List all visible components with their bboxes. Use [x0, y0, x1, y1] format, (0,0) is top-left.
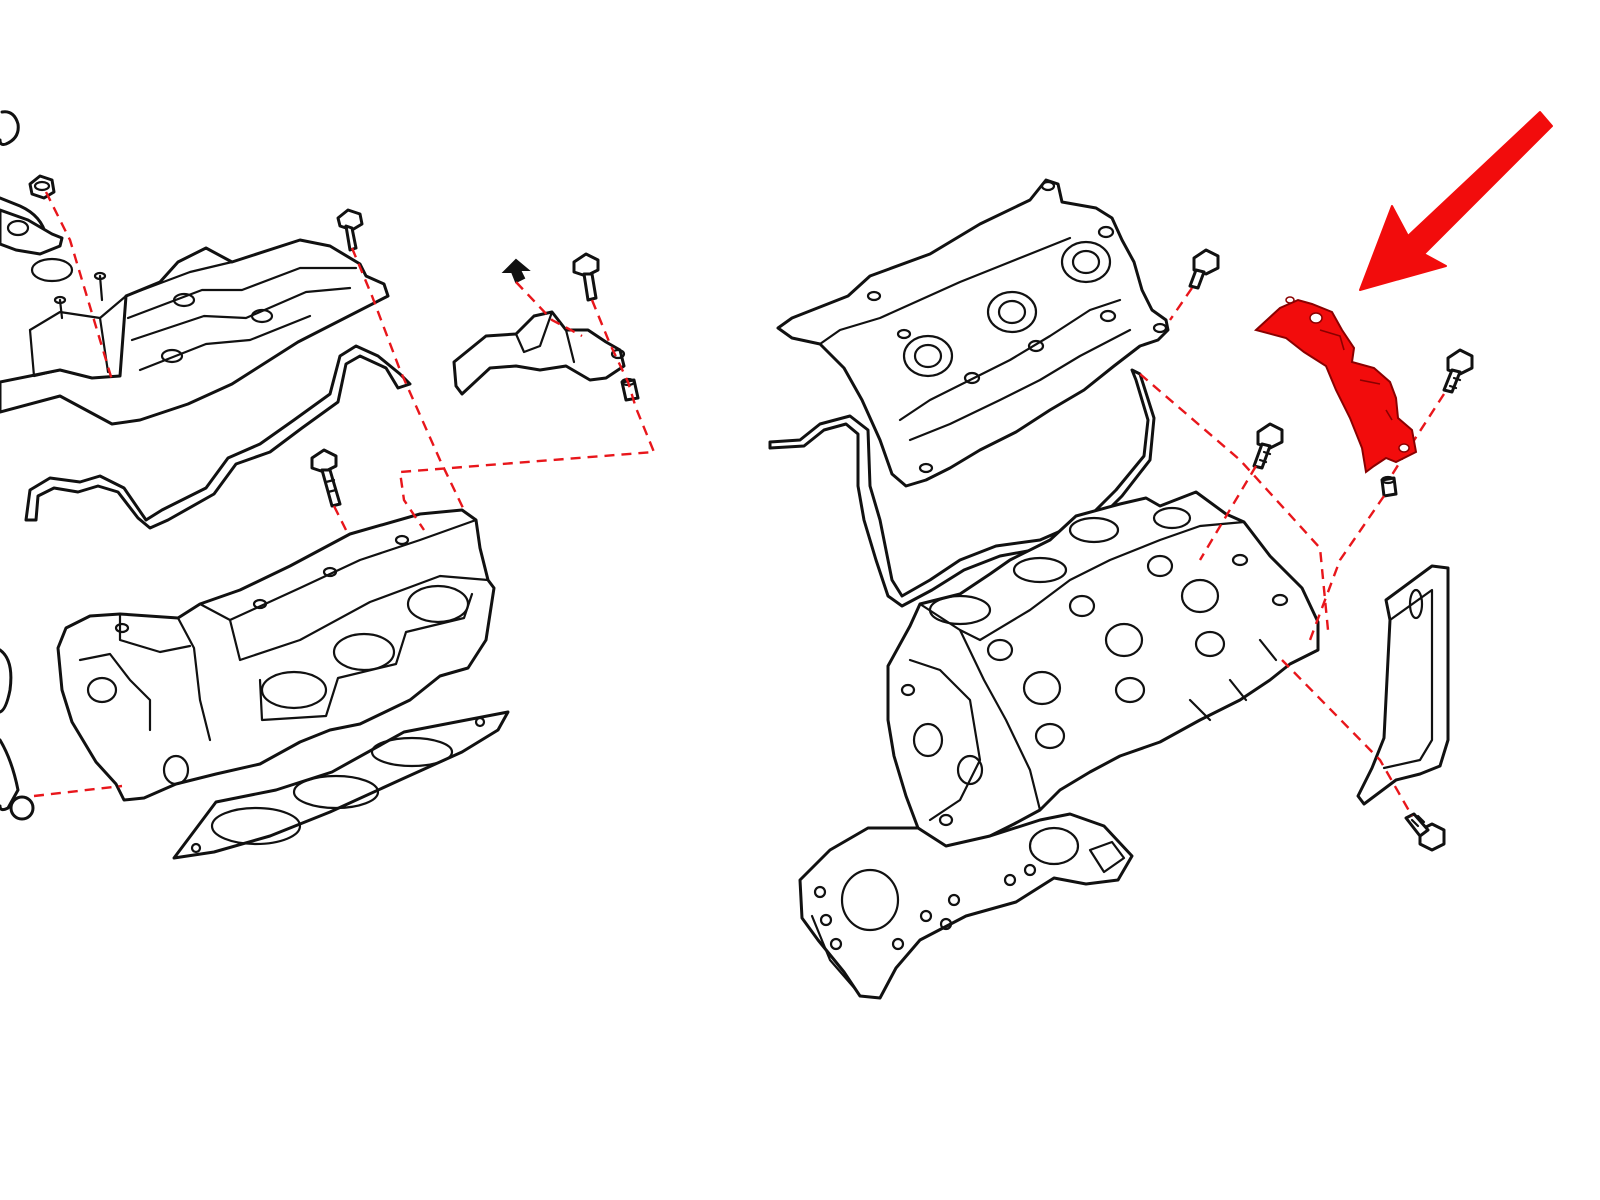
- bolt-icon: [1404, 812, 1446, 852]
- left-cover-gasket: [24, 344, 412, 530]
- bolt-icon: [1188, 248, 1220, 290]
- bolt-icon: [572, 252, 600, 302]
- callout-arrow-icon: [1359, 111, 1553, 291]
- nut-icon: [28, 174, 56, 200]
- bolt-icon: [1442, 348, 1474, 394]
- left-heat-insulator: [452, 310, 626, 396]
- left-oil-filler-part: [0, 208, 64, 256]
- left-leader-lines: [33, 191, 656, 798]
- exhaust-heat-insulator: [1253, 296, 1418, 474]
- up-arrow-icon: [501, 258, 531, 284]
- bolt-icon: [336, 208, 364, 252]
- right-leader-lines: [1139, 287, 1446, 817]
- left-cylinder-head: [56, 508, 496, 802]
- left-bank-assembly: [0, 110, 656, 860]
- right-bank-assembly: [768, 111, 1553, 1000]
- collar-icon: [1380, 475, 1398, 498]
- collar-icon: [620, 377, 640, 402]
- right-head-gasket: [798, 812, 1134, 1000]
- right-cylinder-head: [886, 490, 1320, 858]
- left-cylinder-head-cover: [0, 238, 390, 426]
- left-head-gasket: [172, 710, 510, 860]
- bolt-icon: [310, 448, 342, 508]
- right-cylinder-head-cover: [776, 178, 1170, 488]
- bolt-icon: [1252, 422, 1284, 470]
- right-engine-bracket: [1356, 564, 1450, 806]
